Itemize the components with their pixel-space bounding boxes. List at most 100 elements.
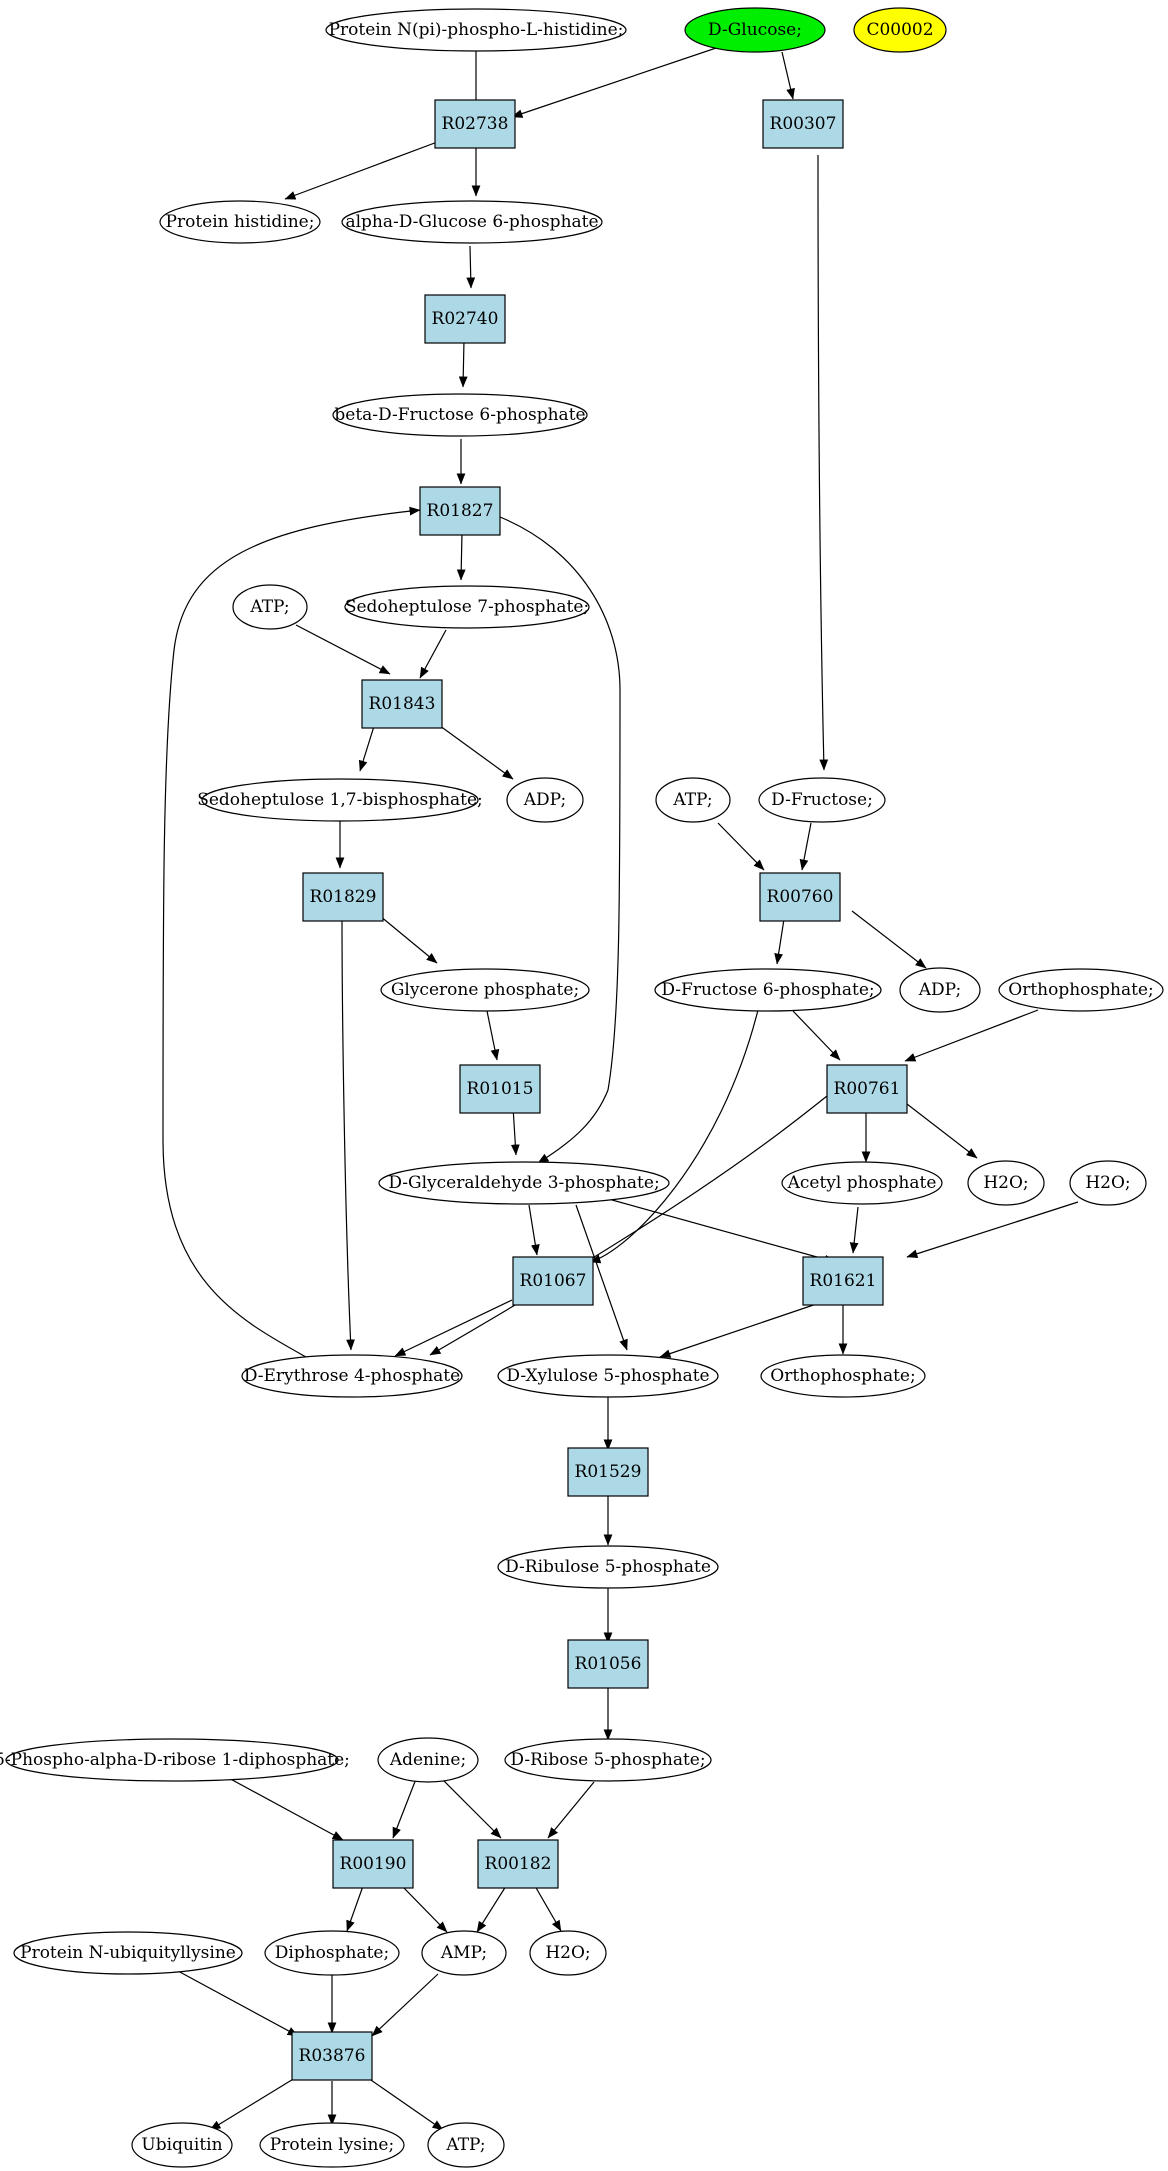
compound-label: Protein N(pi)-phospho-L-histidine; — [329, 20, 624, 40]
compound-node[interactable]: Sedoheptulose 1,7-bisphosphate; — [197, 778, 483, 822]
reaction-node[interactable]: R00761 — [826, 1064, 908, 1114]
edge — [371, 1973, 439, 2037]
compound-node[interactable]: AMP; — [421, 1930, 507, 1976]
reaction-node[interactable]: R01827 — [419, 486, 501, 536]
compound-label: ADP; — [918, 980, 961, 1000]
compound-label: D-Ribose 5-phosphate; — [510, 1750, 705, 1770]
edge — [394, 1299, 513, 1357]
compound-node[interactable]: D-Glyceraldehyde 3-phosphate; — [378, 1161, 670, 1205]
reaction-node[interactable]: R01067 — [512, 1256, 594, 1306]
compound-label: ATP; — [249, 597, 289, 617]
reaction-node[interactable]: R01056 — [567, 1639, 649, 1689]
compound-node[interactable]: Orthophosphate; — [998, 968, 1164, 1012]
compound-label: 5-Phospho-alpha-D-ribose 1-diphosphate; — [0, 1750, 350, 1770]
compound-label: Glycerone phosphate; — [391, 980, 579, 1000]
compound-node[interactable]: Adenine; — [377, 1737, 479, 1783]
edge — [162, 506, 421, 1358]
reaction-node[interactable]: R02740 — [424, 294, 506, 344]
edge — [177, 1970, 299, 2037]
compound-node[interactable]: ADP; — [899, 967, 981, 1013]
compound-node[interactable]: D-Ribulose 5-phosphate — [497, 1545, 719, 1589]
compound-node[interactable]: H2O; — [967, 1160, 1045, 1206]
compound-node[interactable]: ATP; — [232, 584, 308, 630]
edge — [476, 1885, 507, 1933]
edge — [466, 245, 476, 289]
edge — [906, 1201, 1079, 1258]
compound-node[interactable]: beta-D-Fructose 6-phosphate — [332, 393, 588, 437]
compound-node[interactable]: H2O; — [1069, 1160, 1147, 1206]
compound-node[interactable]: 5-Phospho-alpha-D-ribose 1-diphosphate; — [0, 1738, 350, 1782]
reaction-node[interactable]: R01529 — [567, 1447, 649, 1497]
edge — [717, 822, 765, 871]
reaction-label: R00307 — [770, 114, 837, 134]
edge — [429, 1087, 838, 1356]
compound-node[interactable]: Diphosphate; — [264, 1930, 400, 1976]
reaction-node[interactable]: R02738 — [434, 99, 516, 149]
compound-label: Protein lysine; — [270, 2135, 394, 2155]
compound-node[interactable]: D-Ribose 5-phosphate; — [504, 1738, 712, 1782]
reaction-node[interactable]: R01829 — [302, 872, 384, 922]
compound-node[interactable]: ATP; — [427, 2122, 505, 2168]
compound-node[interactable]: Ubiquitin — [131, 2122, 233, 2168]
edge — [224, 1775, 344, 1841]
edge — [528, 1204, 540, 1256]
compound-node[interactable]: C00002 — [853, 7, 947, 53]
reaction-node[interactable]: R00760 — [759, 872, 841, 922]
reaction-node[interactable]: R01015 — [459, 1064, 541, 1114]
compound-node[interactable]: Glycerone phosphate; — [380, 968, 590, 1012]
compound-node[interactable]: ATP; — [655, 777, 731, 823]
compound-node[interactable]: D-Fructose; — [758, 777, 886, 823]
compound-label: H2O; — [545, 1943, 590, 1963]
edge — [906, 1103, 978, 1159]
compound-node[interactable]: Orthophosphate; — [760, 1354, 926, 1398]
compound-node[interactable]: Protein lysine; — [259, 2122, 405, 2168]
edge — [849, 1206, 859, 1254]
edge — [367, 2077, 444, 2131]
compound-label: Orthophosphate; — [1008, 980, 1153, 1000]
edge — [341, 915, 355, 1351]
edge — [781, 51, 795, 100]
compound-label: alpha-D-Glucose 6-phosphate — [345, 212, 598, 232]
reaction-node[interactable]: R01843 — [361, 679, 443, 729]
compound-node[interactable]: Protein N-ubiquityllysine — [13, 1931, 243, 1975]
reaction-label: R00761 — [834, 1079, 901, 1099]
compound-node[interactable]: D-Erythrose 4-phosphate — [241, 1354, 463, 1398]
edge — [456, 531, 466, 581]
reaction-label: R01056 — [575, 1654, 642, 1674]
compound-label: Ubiquitin — [141, 2135, 222, 2155]
compound-node[interactable]: D-Xylulose 5-phosphate — [497, 1354, 719, 1398]
compound-label: Orthophosphate; — [770, 1366, 915, 1386]
compound-label: Sedoheptulose 7-phosphate; — [345, 597, 589, 617]
reaction-node[interactable]: R03876 — [291, 2031, 373, 2081]
compound-node[interactable]: alpha-D-Glucose 6-phosphate — [341, 200, 603, 244]
compound-node[interactable]: D-Fructose 6-phosphate; — [654, 968, 882, 1012]
edge — [401, 1885, 448, 1933]
edge — [799, 822, 812, 871]
reaction-node[interactable]: R01621 — [802, 1256, 884, 1306]
edge — [346, 1885, 364, 1932]
compound-label: D-Glucose; — [708, 20, 802, 40]
edge — [435, 722, 514, 780]
reaction-nodes: R02738 R00307 R02740 R01827 R01843 R0076… — [291, 99, 908, 2081]
compound-node[interactable]: Protein histidine; — [159, 200, 321, 244]
reaction-node[interactable]: R00190 — [332, 1839, 414, 1889]
edge — [904, 1009, 1039, 1062]
reaction-node[interactable]: R00307 — [762, 99, 844, 149]
compound-node[interactable]: Acetyl phosphate — [781, 1161, 943, 1205]
edge — [419, 629, 447, 679]
compound-label: Acetyl phosphate — [787, 1173, 937, 1193]
compound-node[interactable]: D-Glucose; — [684, 7, 826, 53]
edge — [589, 1009, 759, 1264]
compound-node[interactable]: ADP; — [506, 777, 584, 823]
edge — [774, 918, 785, 965]
edge — [817, 154, 829, 771]
edge — [511, 44, 726, 118]
compound-node[interactable]: Sedoheptulose 7-phosphate; — [344, 585, 590, 629]
edge — [547, 1781, 595, 1839]
reaction-node[interactable]: R00182 — [477, 1839, 559, 1889]
compound-node[interactable]: Protein N(pi)-phospho-L-histidine; — [325, 8, 627, 52]
compound-node[interactable]: H2O; — [529, 1930, 607, 1976]
reaction-label: R01067 — [520, 1271, 587, 1291]
edge — [499, 516, 621, 1164]
